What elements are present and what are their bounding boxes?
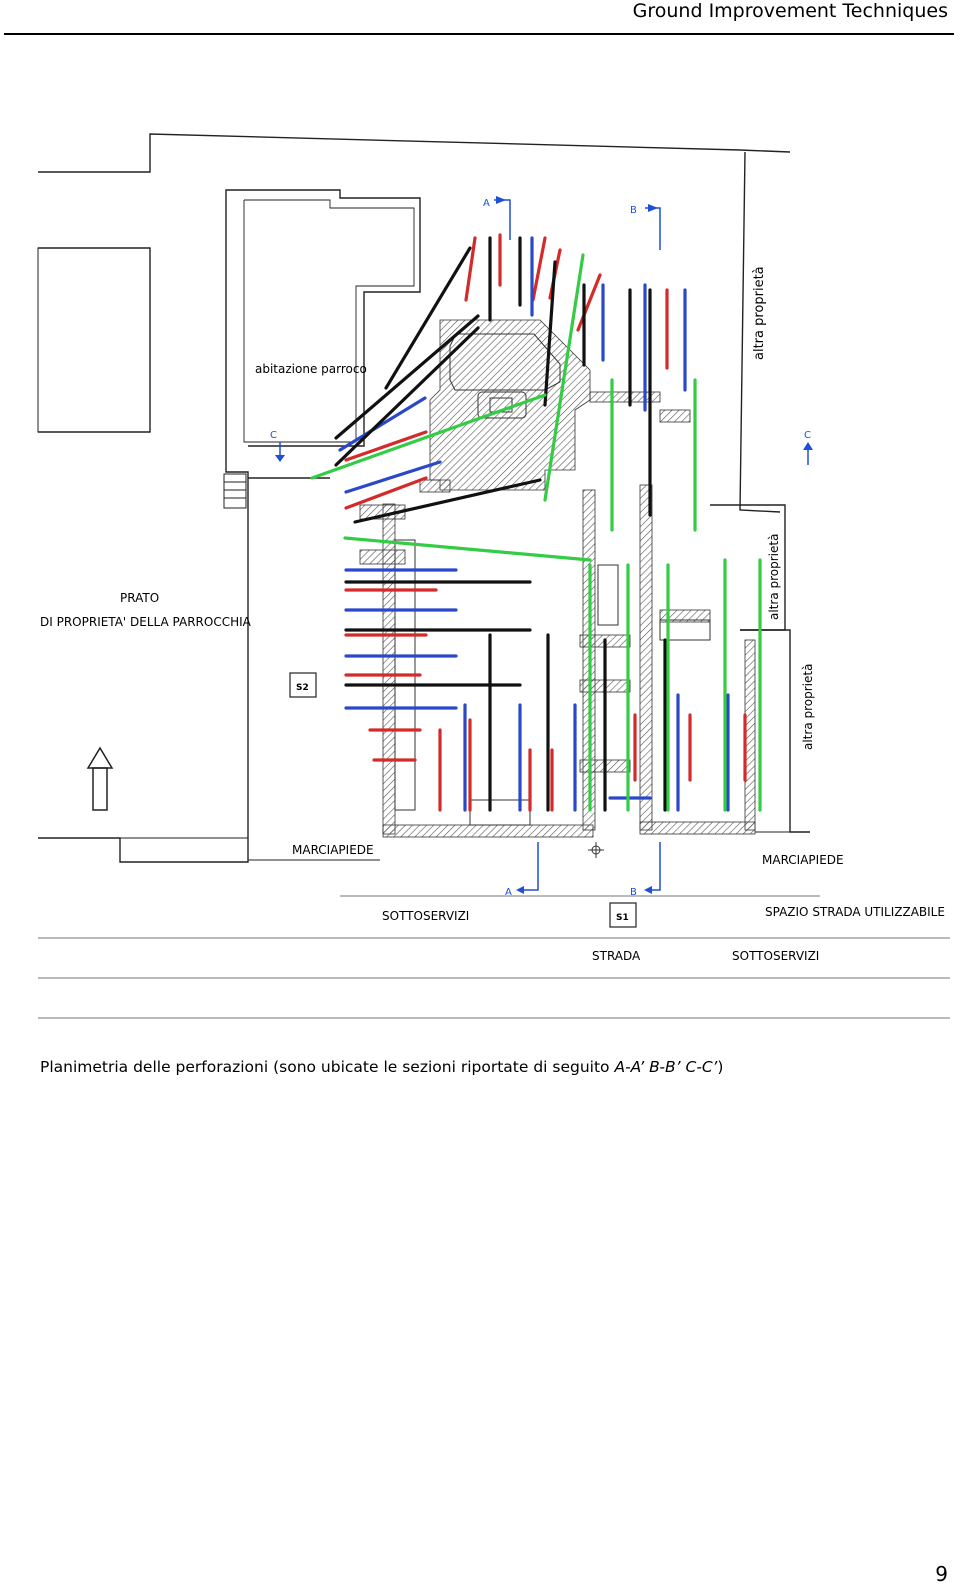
- caption-sections: A-A’ B-B’ C-C’: [614, 1058, 718, 1076]
- section-label: B: [630, 887, 637, 898]
- label-altra-2: altra proprietà: [767, 534, 781, 620]
- section-marker-b-top: B: [630, 204, 661, 250]
- label-marciapiede-right: MARCIAPIEDE: [762, 853, 844, 867]
- svg-text:S1: S1: [616, 913, 629, 923]
- label-prato-1: PRATO: [120, 591, 159, 605]
- caption-close: ): [717, 1058, 724, 1076]
- caption-text: Planimetria delle perforazioni (sono ubi…: [40, 1058, 615, 1076]
- site-plan-figure: A B C C A B S2 S1 abi: [0, 120, 960, 1040]
- label-spazio: SPAZIO STRADA UTILIZZABILE: [765, 905, 945, 919]
- label-altra-3: altra proprietà: [801, 664, 815, 750]
- section-marker-a-top: A: [483, 196, 511, 240]
- section-label: C: [804, 430, 811, 441]
- section-marker-c-left: C: [270, 430, 285, 462]
- street-lines: [38, 895, 950, 1019]
- svg-text:S2: S2: [296, 683, 309, 693]
- label-sottoservizi-left: SOTTOSERVIZI: [382, 909, 469, 923]
- s1-box: S1: [609, 902, 637, 928]
- drill-lines-green: [310, 253, 762, 812]
- label-marciapiede-left: MARCIAPIEDE: [292, 843, 374, 857]
- section-marker-a-bottom: A: [505, 842, 539, 898]
- sidewalk-edge: [38, 837, 380, 861]
- building-walls: [359, 319, 756, 838]
- header-rule: [4, 33, 954, 35]
- label-abitazione: abitazione parroco: [255, 362, 367, 376]
- figure-caption: Planimetria delle perforazioni (sono ubi…: [40, 1058, 723, 1076]
- label-altra-1: altra proprietà: [752, 266, 767, 360]
- section-marker-c-right: C: [803, 430, 813, 465]
- page-number: 9: [935, 1562, 948, 1586]
- drill-lines-black: [334, 236, 667, 812]
- label-strada: STRADA: [592, 949, 641, 963]
- label-prato-2: DI PROPRIETA' DELLA PARROCCHIA: [40, 615, 252, 629]
- s2-box: S2: [289, 672, 317, 698]
- site-plan-drawing: A B C C A B S2 S1 abi: [37, 133, 950, 1019]
- label-sottoservizi-right: SOTTOSERVIZI: [732, 949, 819, 963]
- building-inner: [394, 333, 711, 858]
- section-marker-b-bottom: B: [630, 842, 661, 898]
- section-label: B: [630, 205, 637, 216]
- entry-stairs: [223, 473, 247, 509]
- section-label: A: [483, 198, 490, 209]
- section-label: A: [505, 887, 512, 898]
- section-label: C: [270, 430, 277, 441]
- north-arrow-icon: [86, 746, 114, 811]
- running-header: Ground Improvement Techniques: [632, 0, 948, 22]
- drill-lines-blue: [338, 236, 730, 812]
